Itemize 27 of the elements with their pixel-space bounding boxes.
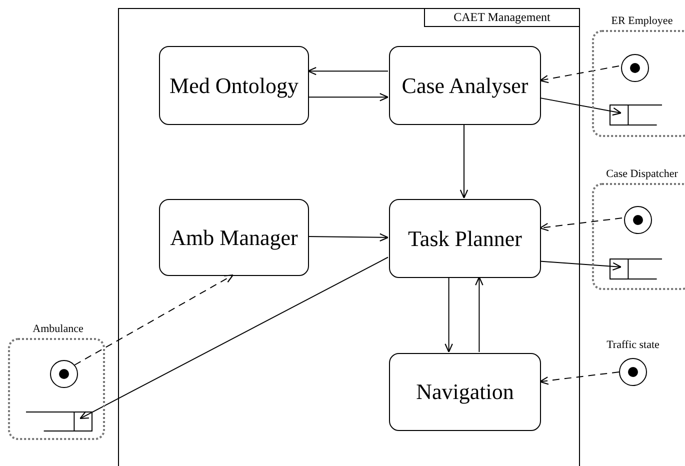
component-box: Amb Manager	[159, 199, 309, 276]
arrow	[540, 260, 622, 271]
arrow	[307, 66, 388, 76]
component-box: Med Ontology	[159, 46, 309, 125]
arrow	[460, 124, 468, 199]
group-heading: Ambulance	[32, 322, 84, 337]
component-box: Navigation	[389, 353, 541, 431]
arrow	[308, 93, 389, 102]
dashed-arrow	[539, 372, 620, 385]
dashed-arrow	[539, 66, 620, 84]
arrow	[444, 276, 453, 353]
component-box: Case Analyser	[389, 46, 541, 125]
message-queue	[610, 259, 662, 279]
system-boundary	[118, 8, 580, 466]
group-heading: Case Dispatcher	[605, 167, 679, 182]
message-queue	[610, 105, 662, 125]
arrow	[80, 256, 388, 420]
component-box: Task Planner	[389, 199, 541, 278]
message-queue	[26, 412, 92, 431]
group-heading: ER Employee	[610, 14, 674, 29]
arrow	[308, 233, 389, 242]
dashed-arrow	[539, 218, 622, 232]
system-title: CAET Management	[424, 9, 579, 27]
arrow	[540, 97, 622, 116]
arrow	[475, 276, 484, 352]
actor-heading: Traffic state	[606, 338, 660, 353]
dashed-arrow	[74, 274, 234, 366]
